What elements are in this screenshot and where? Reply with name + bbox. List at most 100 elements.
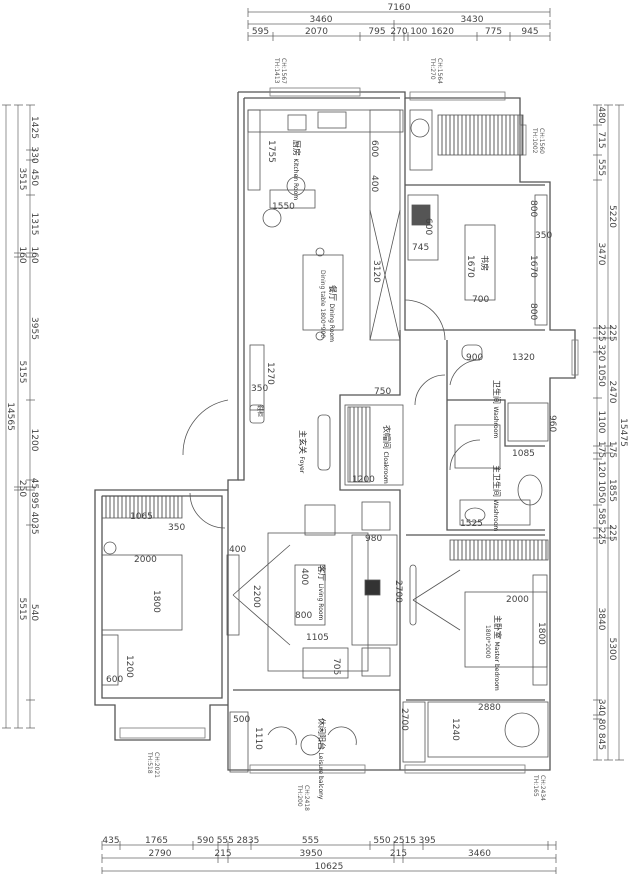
dim-label: 1755 (266, 140, 276, 163)
dimension-label: 3460 (310, 15, 333, 25)
dimension-label: 1050 (596, 480, 606, 503)
dimension-label: 1200 (29, 429, 39, 452)
dimension-label: 10625 (315, 862, 344, 872)
shoe-cabinet-label: 鞋柜 (256, 405, 263, 418)
dim-label: 400 (369, 175, 379, 193)
dim-label: 800 (528, 303, 538, 321)
dim-label: 2200 (251, 585, 261, 608)
dimension-label: 585 (596, 508, 606, 525)
dimension-label: 175 (607, 441, 617, 458)
dim-label: 1065 (130, 512, 153, 522)
dim-label: 1320 (512, 353, 535, 363)
room-label-cloakroom: 衣帽间 Cloakroom (382, 425, 391, 484)
dim-label: 600 (423, 218, 433, 236)
dimension-label: 540 (29, 604, 39, 621)
dimension-label: 715 (596, 131, 606, 148)
dining-table-label: Dining table 1800*900 (319, 270, 326, 339)
dim-label: 960 (547, 415, 557, 433)
dimension-label: 2790 (149, 849, 172, 859)
dimension-label: 480 (596, 106, 606, 123)
dim-label: 1200 (124, 655, 134, 678)
dimension-label: 330 (29, 146, 39, 163)
dimension-label: 160 (17, 246, 27, 263)
dimension-label: 225 (596, 324, 606, 341)
dim-label: 750 (374, 387, 392, 397)
dimension-label: 120 (596, 461, 606, 478)
dimension-label: 3460 (468, 849, 491, 859)
dimension-label: 845 (596, 733, 606, 750)
dimension-label: 3430 (461, 15, 484, 25)
dim-label: 1800 (151, 590, 161, 613)
room-label-master-bedroom: 主卧室 Master bedroom (493, 615, 502, 691)
dimension-label: 555 (217, 836, 234, 846)
dim-label: 1105 (306, 633, 329, 643)
dim-label: 2880 (478, 703, 501, 713)
dim-label: 1525 (460, 519, 483, 529)
dimension-label: 2835 (236, 836, 259, 846)
dim-label: 2700 (393, 580, 403, 603)
dim-label: 745 (412, 243, 430, 253)
dimension-label: 3950 (300, 849, 323, 859)
dimension-label: 15475 (618, 418, 628, 447)
dimension-label: 2470 (607, 381, 617, 404)
dim-label: 700 (472, 295, 490, 305)
room-label-foyer: 主玄关 Foyer (298, 430, 307, 474)
dimension-label: 1050 (596, 364, 606, 387)
dim-label: 350 (251, 384, 269, 394)
dim-label: 900 (466, 353, 484, 363)
room-label-balcony: 休闲阳台 Leisure balcony (317, 718, 326, 800)
dimension-label: 795 (368, 27, 385, 37)
room-label-kitchen: 厨房 Kitchen Room (292, 140, 301, 201)
dim-label: 1670 (465, 255, 475, 278)
dimension-label: 3515 (17, 168, 27, 191)
dim-label: 800 (295, 611, 313, 621)
dimension-label: 1855 (607, 479, 617, 502)
dimension-label: 225 (596, 528, 606, 545)
dim-label: 1670 (528, 255, 538, 278)
dim-label: 600 (369, 140, 379, 158)
dimension-label: 895 (29, 492, 39, 509)
dimension-label: 555 (302, 836, 319, 846)
dim-label: 3120 (371, 260, 381, 283)
doors (182, 299, 481, 529)
dim-label: 2000 (506, 595, 529, 605)
dimension-label: 215 (390, 849, 407, 859)
dimension-label: 4035 (29, 512, 39, 535)
dim-label: 1240 (450, 718, 460, 741)
dimension-label: 80 (596, 719, 606, 731)
dimension-label: 7160 (388, 3, 411, 13)
dimension-label: 5515 (17, 598, 27, 621)
dimension-label: 2070 (305, 27, 328, 37)
dimension-label: 945 (521, 27, 538, 37)
dim-label: 1110 (253, 727, 263, 750)
dim-label: 1270 (265, 362, 275, 385)
dim-label: 705 (331, 658, 341, 676)
dimension-label: 3840 (596, 608, 606, 631)
room-label-master-washroom: 主卫生间 Washroom (492, 465, 501, 532)
dim-label: 800 (528, 200, 538, 218)
dimension-label: 550 (373, 836, 390, 846)
dimension-label: 1620 (431, 27, 454, 37)
dim-label: 400 (299, 568, 309, 586)
dim-label: 400 (229, 545, 247, 555)
dim-label: 600 (106, 675, 124, 685)
dimension-label: 45 (29, 478, 39, 489)
room-label-dining: 餐厅 Dining Room (328, 285, 337, 342)
dimension-label: 3470 (596, 243, 606, 266)
dimension-label: 270 (390, 27, 407, 37)
dim-label: 980 (365, 534, 383, 544)
dim-label: 1085 (512, 449, 535, 459)
dim-label: 1200 (352, 475, 375, 485)
room-label-living: 客厅 Living Room (317, 565, 326, 621)
dim-label: 350 (535, 231, 553, 241)
dimension-label: 100 (410, 27, 427, 37)
dimension-label: 395 (419, 836, 436, 846)
room-label-study: 书房 (480, 255, 489, 271)
dim-label: 350 (168, 523, 186, 533)
